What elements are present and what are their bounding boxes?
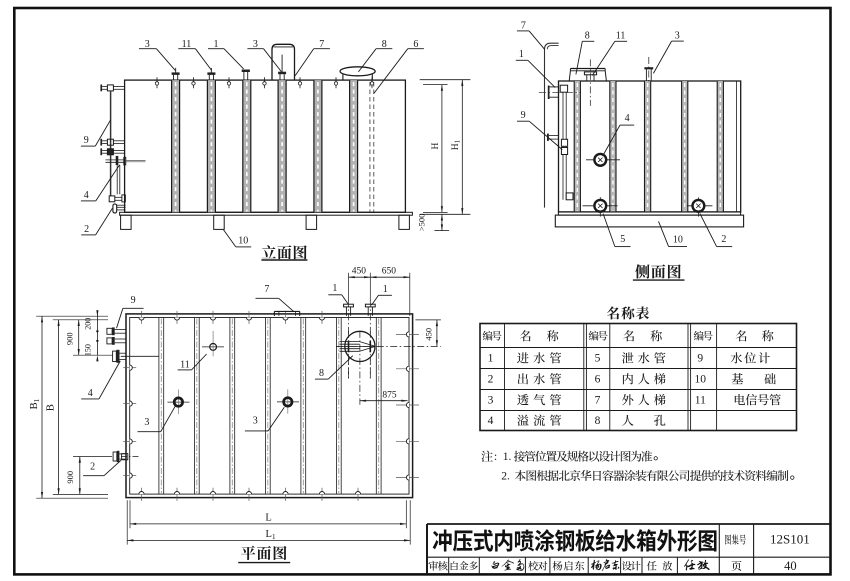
svg-text:L: L — [265, 513, 271, 524]
svg-text:3: 3 — [253, 416, 258, 427]
svg-text:150: 150 — [84, 344, 93, 356]
svg-text:L1: L1 — [266, 529, 276, 541]
svg-text:9: 9 — [697, 353, 703, 365]
svg-text:1: 1 — [519, 49, 524, 60]
svg-text:4: 4 — [625, 113, 630, 124]
svg-text:H: H — [431, 142, 441, 149]
svg-text:900: 900 — [65, 332, 75, 345]
svg-text:8: 8 — [382, 39, 387, 50]
svg-text:1: 1 — [214, 39, 219, 50]
svg-text::: : — [494, 449, 497, 463]
svg-text:2: 2 — [721, 234, 726, 245]
svg-text:6: 6 — [595, 374, 601, 386]
svg-text:4: 4 — [488, 415, 494, 427]
svg-text:8: 8 — [595, 415, 601, 427]
svg-text:H1: H1 — [451, 139, 462, 150]
svg-text:4: 4 — [88, 388, 93, 399]
svg-text:2: 2 — [84, 224, 89, 235]
svg-text:12S101: 12S101 — [770, 532, 810, 547]
svg-text:B: B — [45, 404, 56, 411]
svg-text:7: 7 — [595, 395, 601, 407]
svg-text:200: 200 — [84, 318, 93, 330]
svg-text:450: 450 — [424, 328, 434, 341]
svg-text:8: 8 — [585, 31, 590, 42]
svg-text:7: 7 — [319, 39, 324, 50]
svg-text:10: 10 — [238, 236, 248, 247]
svg-text:3: 3 — [488, 395, 494, 407]
svg-text:2: 2 — [90, 462, 95, 473]
svg-text:450: 450 — [352, 266, 367, 276]
svg-text:3: 3 — [145, 39, 150, 50]
svg-text:11: 11 — [180, 360, 190, 371]
svg-text:9: 9 — [521, 110, 526, 121]
svg-text:9: 9 — [84, 135, 89, 146]
svg-text:3: 3 — [253, 39, 258, 50]
svg-text:5: 5 — [620, 234, 625, 245]
svg-text:1: 1 — [383, 284, 388, 295]
svg-text:8: 8 — [319, 368, 324, 379]
svg-text:900: 900 — [65, 471, 75, 484]
svg-text:3: 3 — [675, 31, 680, 42]
svg-text:>500: >500 — [417, 214, 427, 232]
svg-text:1.: 1. — [503, 451, 512, 463]
svg-text:7: 7 — [264, 284, 269, 295]
svg-text:1: 1 — [332, 283, 337, 294]
svg-text:650: 650 — [382, 266, 397, 276]
svg-text:4: 4 — [84, 190, 89, 201]
svg-text:10: 10 — [695, 374, 707, 386]
svg-text:3: 3 — [144, 417, 149, 428]
svg-text:2.: 2. — [501, 470, 510, 482]
svg-text:9: 9 — [131, 295, 136, 306]
svg-text:875: 875 — [382, 391, 397, 401]
svg-text:40: 40 — [784, 559, 797, 573]
svg-text:11: 11 — [182, 39, 192, 50]
svg-text:6: 6 — [413, 39, 418, 50]
svg-text:10: 10 — [673, 234, 683, 245]
svg-text:11: 11 — [616, 31, 626, 42]
svg-text:11: 11 — [695, 395, 706, 407]
svg-text:2: 2 — [488, 374, 494, 386]
svg-text:5: 5 — [595, 353, 601, 365]
svg-text:1: 1 — [488, 353, 494, 365]
svg-text:B1: B1 — [29, 398, 41, 409]
svg-text:7: 7 — [521, 21, 526, 32]
